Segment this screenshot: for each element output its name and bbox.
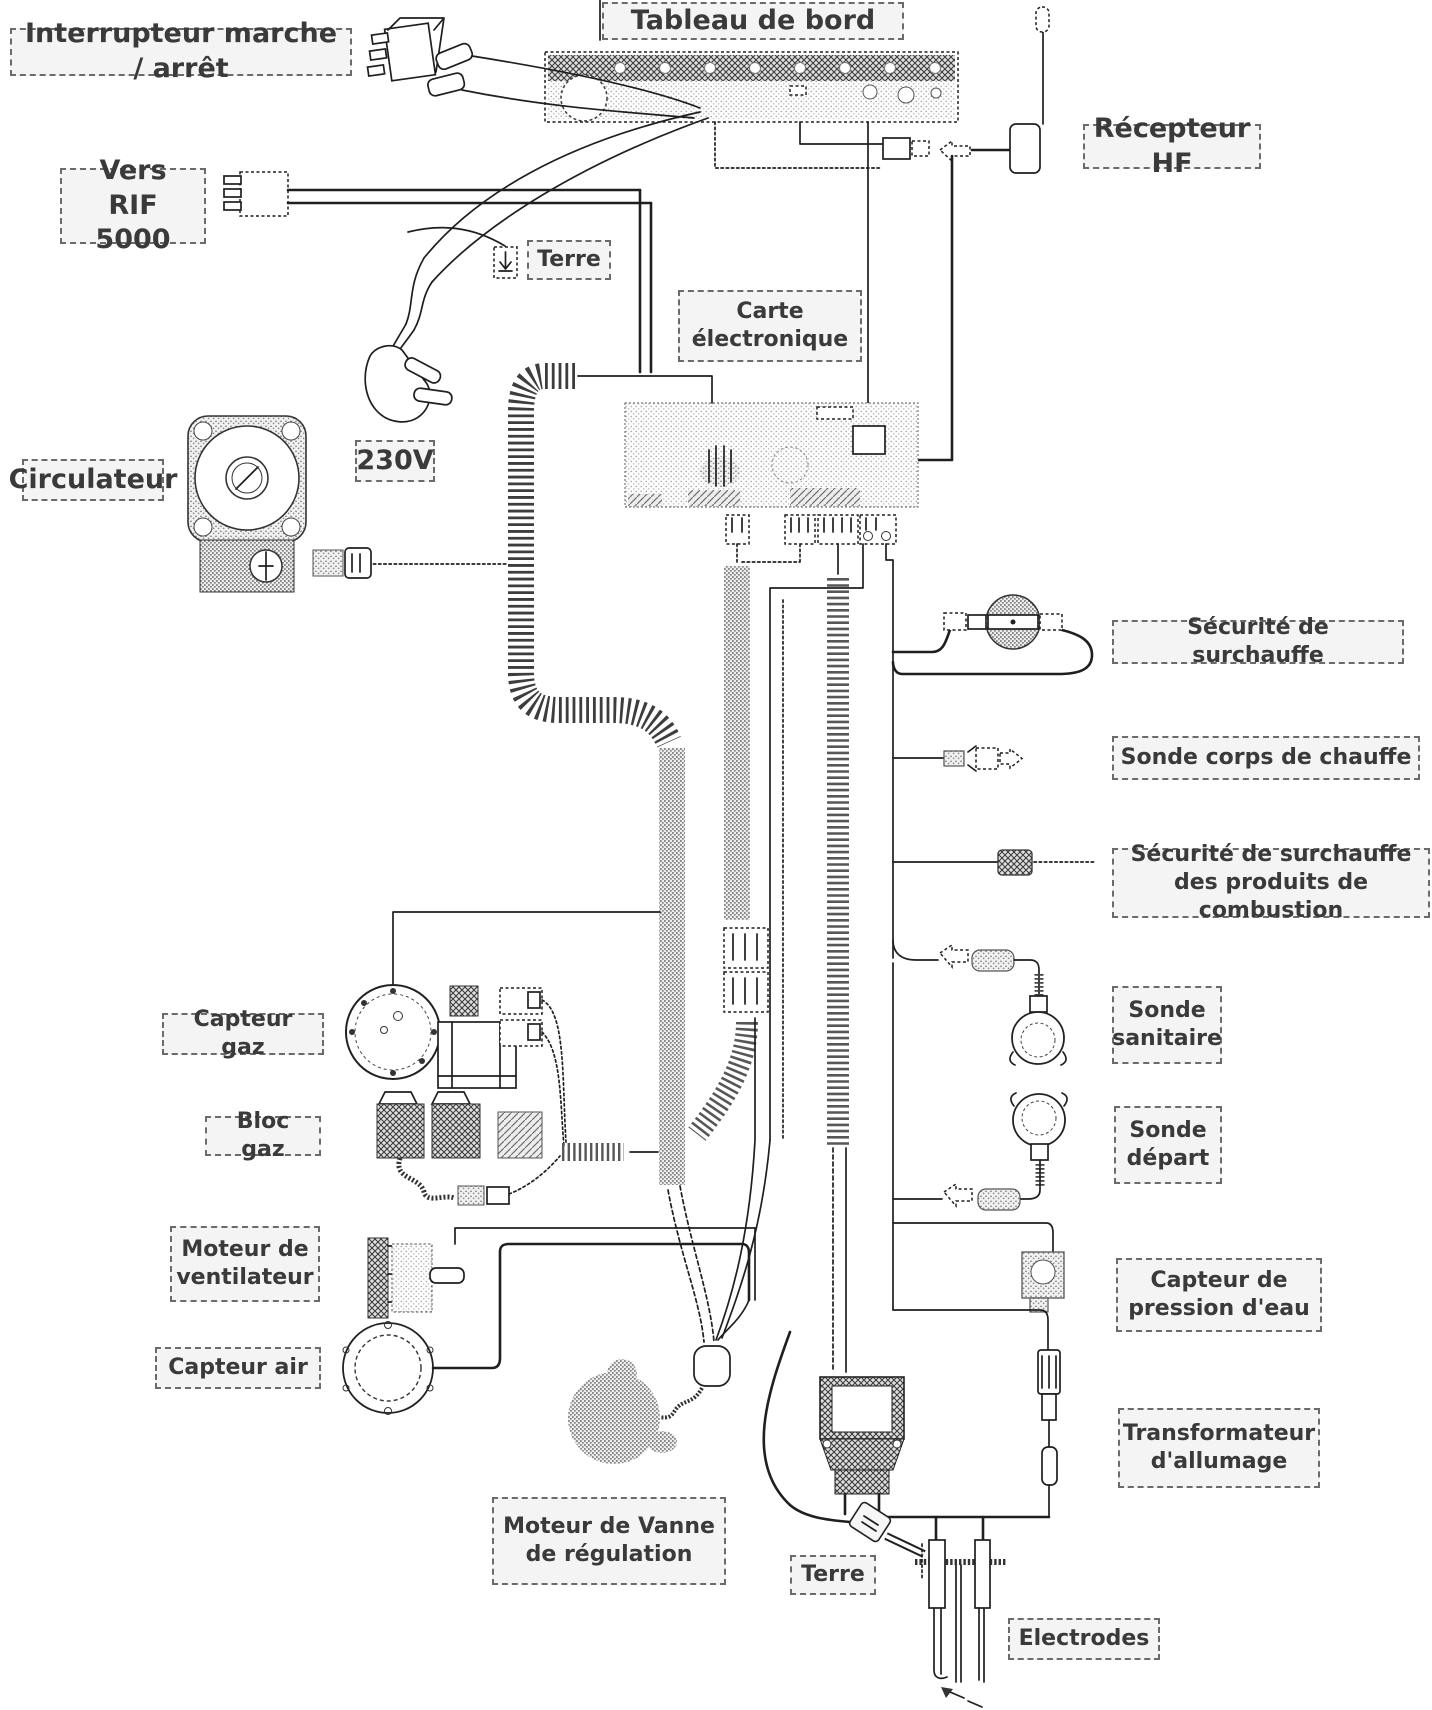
dhw-sensor-icon xyxy=(892,939,1067,1066)
label-terre-haut: Terre xyxy=(527,240,611,280)
fan-motor-icon xyxy=(367,1227,756,1319)
label-230v: 230V xyxy=(355,440,435,482)
electrodes-icon xyxy=(915,1539,1007,1708)
valve-motor-icon xyxy=(568,1345,731,1464)
label-vers-rif-5000: Vers RIF 5000 xyxy=(60,155,206,255)
hf-receiver-icon xyxy=(714,6,1050,462)
earth-top-icon xyxy=(407,226,518,279)
air-sensor-icon xyxy=(342,1227,756,1415)
label-terre-bas: Terre xyxy=(790,1555,876,1595)
board-harness-wires xyxy=(688,543,894,1373)
power-switch-icon xyxy=(366,17,474,97)
overheat-safety-icon xyxy=(891,594,1094,676)
board-connectors xyxy=(725,514,897,545)
rif-connector-icon xyxy=(223,171,653,374)
label-interrupteur: Interrupteur marche / arrêt xyxy=(10,18,352,84)
label-circulateur: Circulateur xyxy=(9,459,177,501)
gas-block-icon xyxy=(376,999,659,1206)
label-moteur-ventilateur: Moteur de ventilateur xyxy=(170,1226,320,1302)
panel-button-holes xyxy=(614,62,941,74)
water-pressure-sensor-icon xyxy=(892,1222,1065,1518)
label-securite-surchauffe: Sécurité de surchauffe xyxy=(1112,615,1404,668)
label-sonde-corps: Sonde corps de chauffe xyxy=(1112,736,1420,780)
label-carte-electronique: Carte électronique xyxy=(678,290,862,362)
ignition-transformer-icon xyxy=(819,1376,1051,1542)
flow-sensor-icon xyxy=(892,1092,1068,1211)
control-panel xyxy=(544,51,959,123)
label-capteur-pression: Capteur de pression d'eau xyxy=(1116,1258,1322,1332)
label-tableau-de-bord: Tableau de bord xyxy=(602,2,904,40)
main-coiled-cable xyxy=(362,363,715,1343)
label-sonde-depart: Sonde départ xyxy=(1114,1106,1222,1184)
label-recepteur-hf: Récepteur HF xyxy=(1083,113,1261,179)
label-sonde-sanitaire: Sonde sanitaire xyxy=(1112,986,1222,1064)
spark-arrow-icon xyxy=(941,1687,983,1708)
heating-body-sensor-icon xyxy=(892,745,1024,772)
earth-bottom-icon xyxy=(762,1330,926,1558)
gas-sensor-icon xyxy=(345,911,661,1089)
panel-knob-icon xyxy=(560,74,608,122)
power-plug-230v-icon xyxy=(364,344,453,423)
board-fork-icon xyxy=(700,445,740,487)
label-transformateur: Transformateur d'allumage xyxy=(1118,1408,1320,1488)
label-moteur-vanne: Moteur de Vanne de régulation xyxy=(492,1497,726,1585)
label-capteur-gaz: Capteur gaz xyxy=(162,1007,324,1060)
circulator-pump-icon xyxy=(187,415,372,593)
electronic-board xyxy=(577,121,919,508)
label-capteur-air: Capteur air xyxy=(155,1347,321,1389)
label-bloc-gaz: Bloc gaz xyxy=(205,1109,321,1162)
label-electrodes: Electrodes xyxy=(1008,1618,1160,1660)
flue-overheat-safety-icon xyxy=(892,849,1095,876)
label-securite-combustion: Sécurité de surchauffe des produits de c… xyxy=(1112,842,1430,923)
